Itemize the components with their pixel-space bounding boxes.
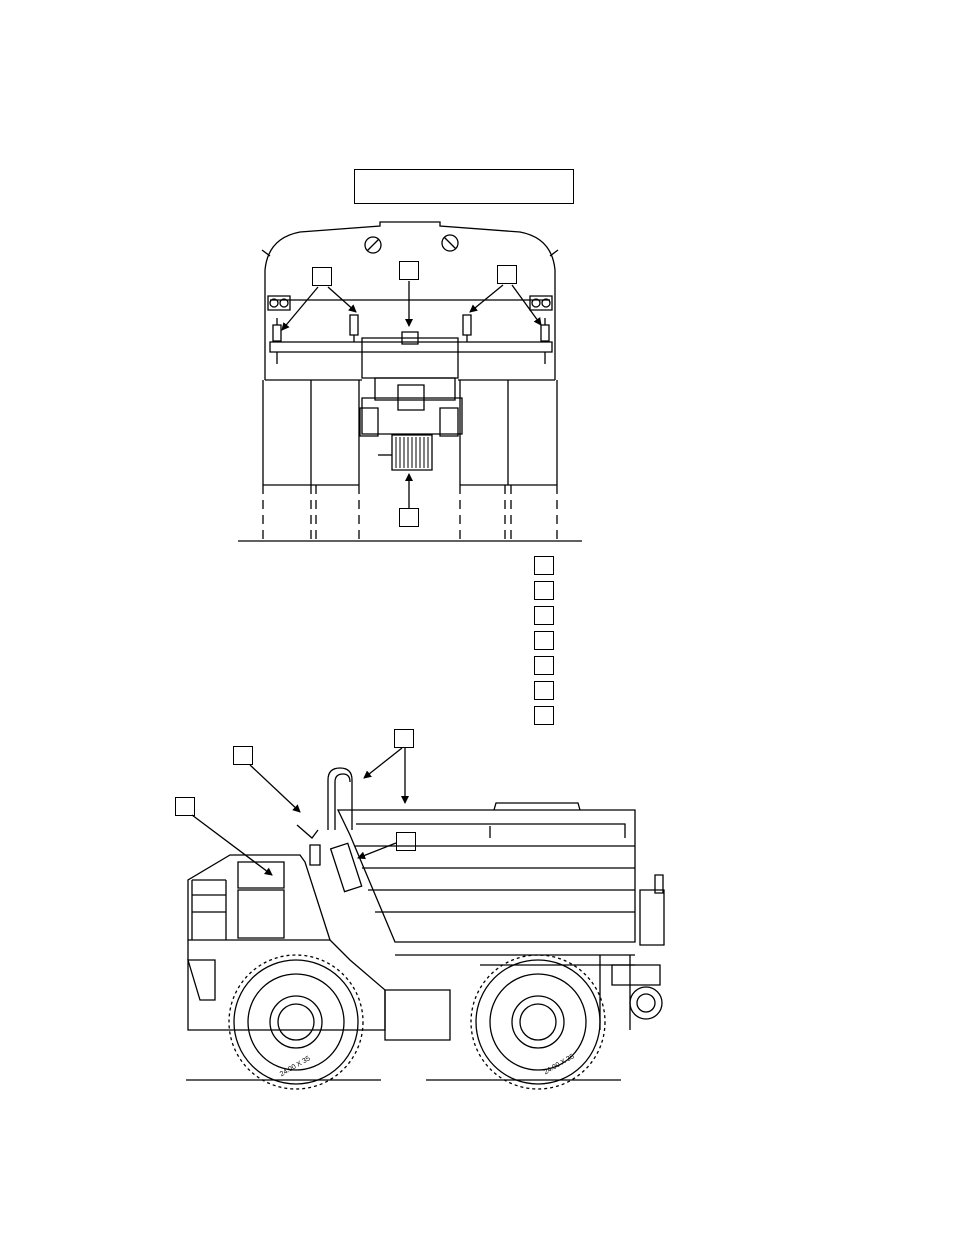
tire-marking-rear: 24.00 X 35: [543, 1053, 576, 1076]
rear-nozzle-2-icon: [350, 315, 358, 342]
side-valve-bank-icon: [331, 843, 362, 891]
rear-nozzle-3-icon: [463, 315, 471, 342]
legend-key-7: [534, 706, 554, 725]
side-tank-outline: [338, 810, 635, 942]
side-front-wheel-icon: [229, 955, 363, 1089]
rear-hydraulic-motor: [392, 435, 432, 470]
rear-tank-outline: [265, 222, 555, 380]
legend-key-6: [534, 681, 554, 700]
side-callout-top: [394, 729, 414, 748]
legend-key-2: [534, 581, 554, 600]
side-rear-pump: [640, 890, 664, 945]
legend-key-4: [534, 631, 554, 650]
rear-vent-cap-left-icon: [365, 237, 381, 253]
side-tank-hatch: [494, 803, 580, 810]
rear-nozzle-4-icon: [541, 318, 549, 364]
side-ladder-handrail: [328, 768, 352, 830]
figure-title-box: [354, 169, 574, 204]
rear-vent-cap-right-icon: [442, 235, 458, 251]
side-callout-cab: [175, 797, 195, 816]
side-cab-window: [238, 862, 284, 888]
rear-spray-bar: [270, 342, 552, 352]
rear-light-left-icon: [268, 296, 290, 310]
side-cab-outline: [188, 855, 330, 940]
side-hose-reel-icon: [630, 987, 662, 1019]
rear-callout-center: [399, 261, 419, 280]
tire-marking-front: 24.00 X 35: [279, 1055, 312, 1078]
side-view: [186, 748, 664, 1089]
side-callout-nozzle: [233, 746, 253, 765]
legend-key-3: [534, 606, 554, 625]
side-cab-nozzle-icon: [297, 825, 318, 838]
legend-key-1: [534, 556, 554, 575]
side-rear-wheel-icon: [471, 955, 605, 1089]
rear-view: [238, 222, 582, 541]
rear-light-right-icon: [530, 296, 552, 310]
rear-callout-right: [497, 265, 517, 284]
legend-key-5: [534, 656, 554, 675]
rear-callout-left: [312, 267, 332, 286]
rear-callout-pump: [399, 508, 419, 527]
rear-nozzle-1-icon: [273, 318, 281, 364]
